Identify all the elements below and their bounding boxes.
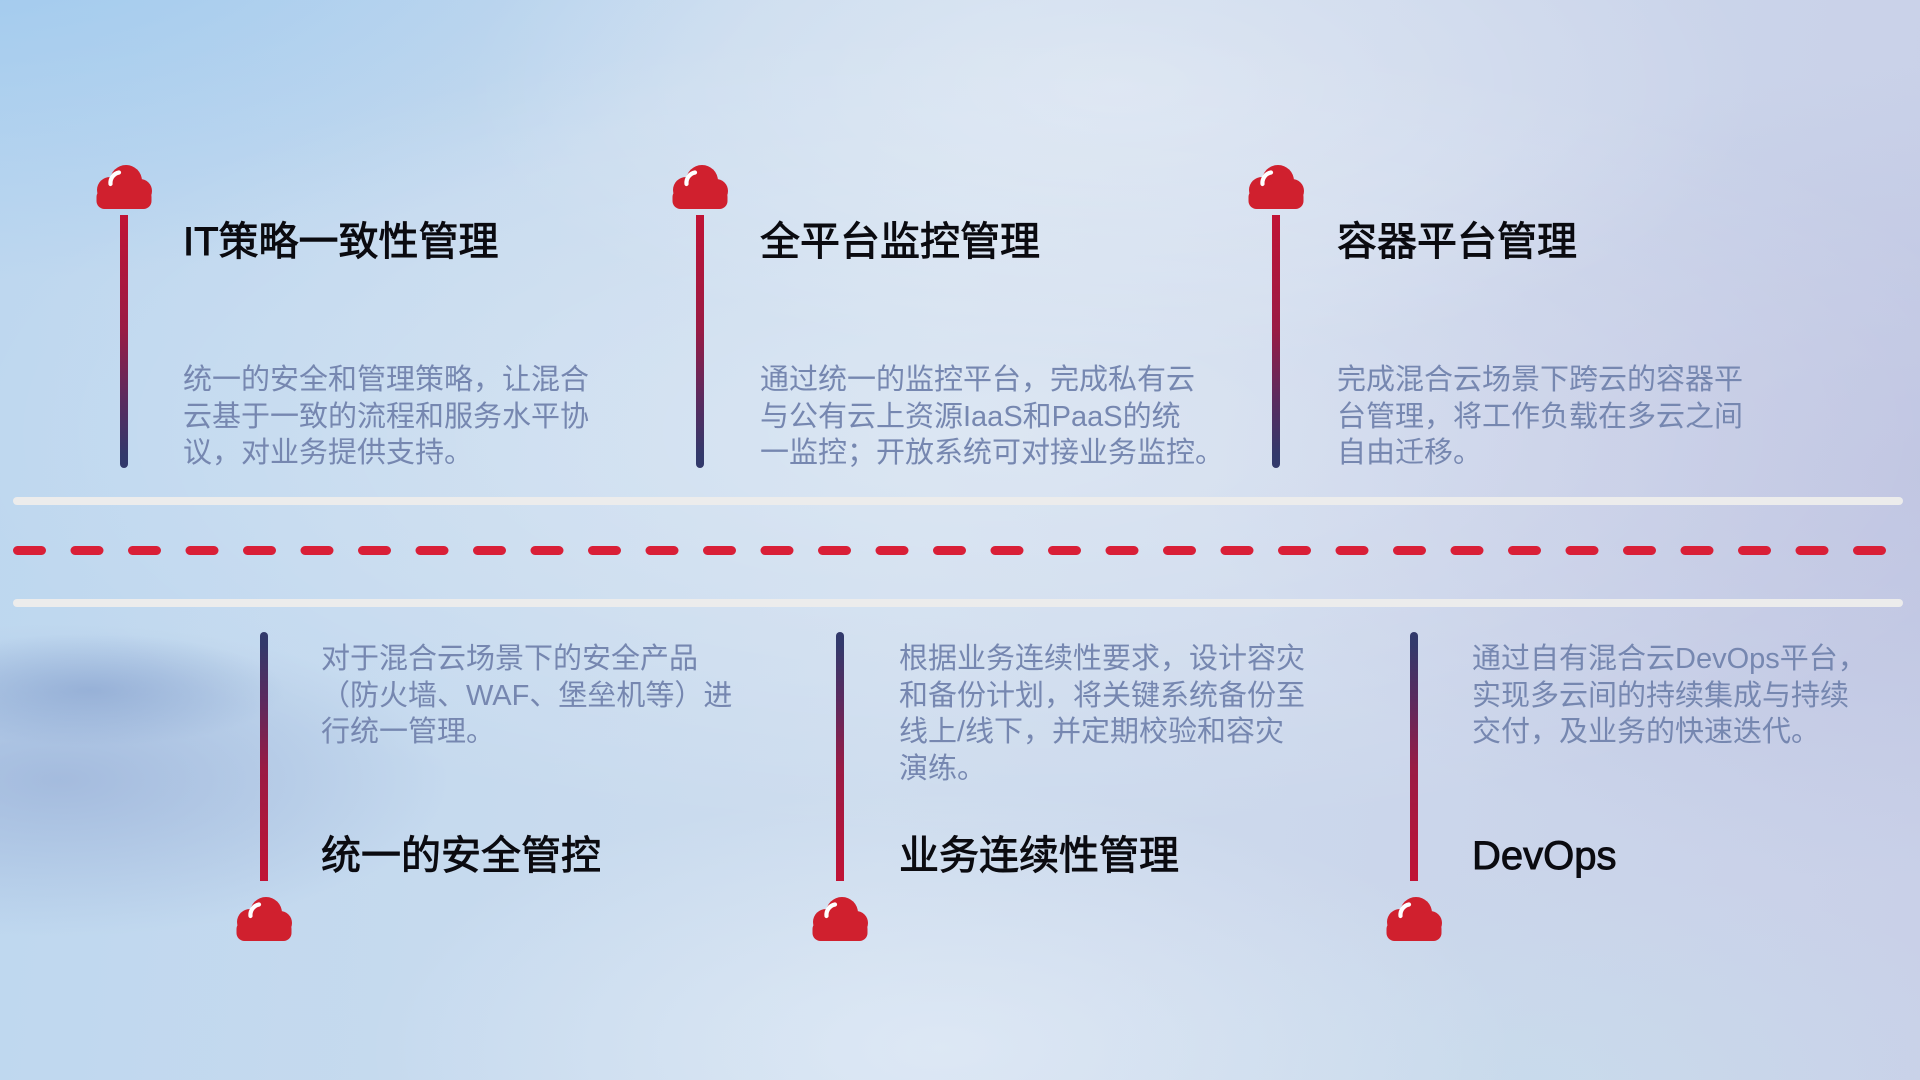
- dashed-timeline: [13, 546, 1912, 555]
- divider-line-bottom: [13, 599, 1903, 607]
- cloud-highlight: [248, 902, 262, 919]
- connector-line: [836, 632, 844, 881]
- item-title: 业务连续性管理: [899, 834, 1180, 879]
- cloud-icon: [1386, 897, 1442, 941]
- cloud-icon: [96, 165, 152, 209]
- item-title: 容器平台管理: [1337, 220, 1578, 265]
- divider-line-top: [13, 497, 1903, 505]
- item-description: 通过自有混合云DevOps平台， 实现多云间的持续集成与持续 交付，及业务的快速…: [1472, 643, 1867, 748]
- cloud-icon: [812, 897, 868, 941]
- item-description: 对于混合云场景下的安全产品 （防火墙、WAF、堡垒机等）进 行统一管理。: [321, 643, 733, 748]
- item-description: 通过统一的监控平台，完成私有云 与公有云上资源IaaS和PaaS的统 一监控；开…: [760, 364, 1225, 469]
- item-title: 统一的安全管控: [321, 834, 602, 879]
- connector-line: [1272, 215, 1280, 468]
- connector-line: [120, 215, 128, 468]
- item-title: 全平台监控管理: [760, 220, 1041, 265]
- item-title: IT策略一致性管理: [183, 220, 499, 265]
- cloud-highlight: [684, 170, 698, 187]
- item-description: 根据业务连续性要求，设计容灾 和备份计划，将关键系统备份至 线上/线下，并定期校…: [899, 643, 1306, 785]
- cloud-highlight: [1260, 170, 1274, 187]
- connector-line: [1410, 632, 1418, 881]
- cloud-icon: [236, 897, 292, 941]
- item-description: 完成混合云场景下跨云的容器平 台管理，将工作负载在多云之间 自由迁移。: [1337, 364, 1744, 469]
- cloud-highlight: [1398, 902, 1412, 919]
- cloud-icon: [1248, 165, 1304, 209]
- item-title: DevOps: [1472, 834, 1617, 879]
- connector-line: [260, 632, 268, 881]
- item-description: 统一的安全和管理策略，让混合 云基于一致的流程和服务水平协 议，对业务提供支持。: [183, 364, 590, 469]
- cloud-highlight: [108, 170, 122, 187]
- connector-line: [696, 215, 704, 468]
- cloud-highlight: [824, 902, 838, 919]
- cloud-icon: [672, 165, 728, 209]
